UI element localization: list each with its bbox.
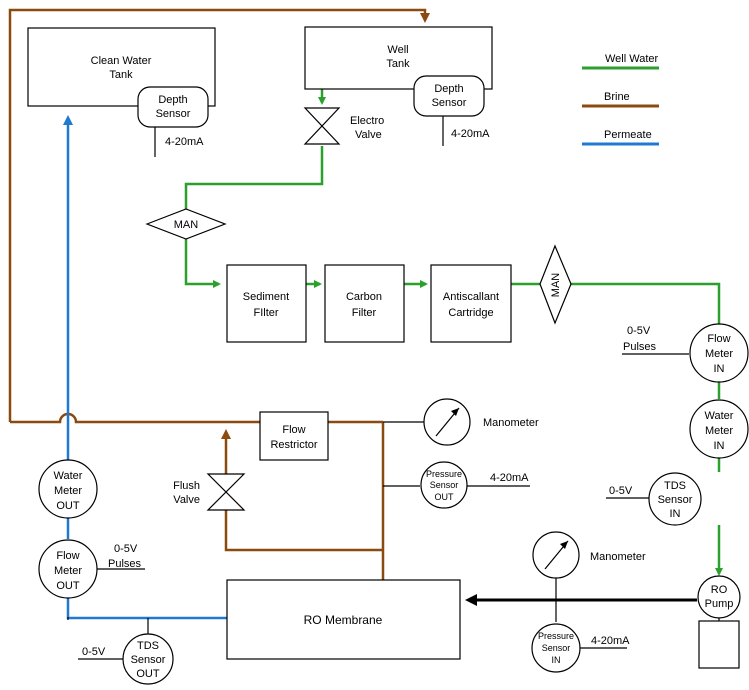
carbon-filter-label-2: Filter	[352, 307, 377, 319]
manifold-upper-label: MAN	[174, 219, 199, 231]
flow-meter-in-signal-1: 0-5V	[627, 325, 651, 337]
tds-out-label-3: OUT	[136, 668, 160, 680]
ro-pump: RO Pump	[697, 575, 741, 669]
electro-valve-icon	[303, 107, 341, 145]
pressure-sensor-in: Pressure Sensor IN	[531, 623, 581, 673]
antiscalant-cartridge: Antiscallant Cartridge	[430, 264, 512, 343]
water-meter-out-label-2: Meter	[54, 485, 82, 497]
sediment-filter-label-2: FIlter	[253, 307, 278, 319]
depth-sensor-well-label-2: Sensor	[432, 97, 467, 109]
water-meter-in-label-3: IN	[714, 440, 725, 452]
flow-meter-in-signal-2: Pulses	[623, 341, 657, 353]
clean-tank-label-1: Clean Water	[91, 55, 152, 67]
pressure-in-label-3: IN	[552, 655, 561, 665]
sediment-filter: Sediment FIlter	[226, 264, 307, 343]
antiscalant-label-2: Cartridge	[448, 307, 493, 319]
flush-valve-label-2: Valve	[173, 494, 200, 506]
ro-membrane: RO Membrane	[226, 579, 461, 660]
tds-in-label-3: IN	[670, 508, 681, 520]
tds-in-signal: 0-5V	[609, 485, 633, 497]
flow-meter-in-label-3: IN	[714, 363, 725, 375]
flow-meter-out-label-1: Flow	[56, 550, 79, 562]
depth-sensor-clean-label-2: Sensor	[156, 108, 191, 120]
well-water-pipes	[184, 89, 723, 576]
manometer-bottom-gauge-icon	[532, 531, 580, 579]
sediment-filter-label-1: Sediment	[243, 291, 289, 303]
depth-sensor-clean-label-1: Depth	[158, 94, 187, 106]
flow-restrictor-label-1: Flow	[282, 424, 305, 436]
legend-label-well-water: Well Water	[605, 53, 659, 65]
manifold-upper: MAN	[145, 208, 227, 240]
legend-label-brine: Brine	[604, 91, 630, 103]
flow-meter-out: Flow Meter OUT	[38, 539, 98, 599]
well-tank-label-1: Well	[387, 44, 408, 56]
tds-out-label-1: TDS	[137, 640, 159, 652]
pressure-in-label-1: Pressure	[538, 631, 574, 641]
permeate-pipes	[63, 115, 227, 620]
legend-label-permeate: Permeate	[604, 129, 652, 141]
flow-meter-out-signal-2: Pulses	[108, 558, 142, 570]
manifold-right-label: MAN	[550, 273, 562, 298]
flow-restrictor: Flow Restrictor	[259, 411, 329, 461]
signal-lines	[67, 116, 720, 660]
flow-restrictor-label-2: Restrictor	[270, 439, 317, 451]
well-tank-depth-sensor: Depth Sensor	[413, 75, 485, 117]
water-meter-in-label-2: Meter	[705, 425, 733, 437]
water-meter-in-label-1: Water	[705, 410, 734, 422]
ro-membrane-label: RO Membrane	[304, 613, 383, 627]
well-tank-label-2: Tank	[386, 58, 410, 70]
carbon-filter: Carbon Filter	[324, 264, 405, 343]
electro-valve-label-2: Valve	[355, 129, 382, 141]
brine-pipes	[8, 8, 430, 580]
antiscalant-label-1: Antiscallant	[443, 291, 499, 303]
flush-valve-icon	[206, 473, 246, 511]
flow-meter-out-label-3: OUT	[56, 580, 80, 592]
flow-meter-in-label-2: Meter	[705, 348, 733, 360]
pressure-out-label-2: Sensor	[430, 480, 459, 490]
flow-meter-out-signal-1: 0-5V	[114, 543, 138, 555]
tds-out-label-2: Sensor	[131, 654, 166, 666]
manometer-bottom-label: Manometer	[590, 551, 646, 563]
water-meter-in: Water Meter IN	[689, 399, 749, 459]
depth-sensor-well-signal: 4-20mA	[451, 128, 490, 140]
manometer-top-label: Manometer	[483, 417, 539, 429]
manifold-right: MAN	[539, 244, 572, 325]
ro-pump-label-1: RO	[711, 584, 728, 596]
flush-valve-label-1: Flush	[173, 480, 200, 492]
clean-tank-label-2: Tank	[109, 69, 133, 81]
pressure-out-label-1: Pressure	[426, 469, 462, 479]
legend: Well Water Brine Permeate	[582, 53, 659, 146]
ro-pump-label-2: Pump	[705, 598, 734, 610]
pressure-in-signal: 4-20mA	[591, 635, 630, 647]
depth-sensor-clean-signal: 4-20mA	[165, 136, 204, 148]
electro-valve-label-1: Electro	[350, 115, 384, 127]
tds-in-label-1: TDS	[664, 480, 686, 492]
tds-sensor-out: TDS Sensor OUT	[122, 633, 174, 685]
flow-meter-out-label-2: Meter	[54, 565, 82, 577]
tds-out-signal: 0-5V	[82, 646, 106, 658]
carbon-filter-label-1: Carbon	[346, 291, 382, 303]
pressure-out-signal: 4-20mA	[490, 472, 529, 484]
water-meter-out-label-1: Water	[54, 470, 83, 482]
manometer-top-gauge-icon	[423, 398, 471, 446]
depth-sensor-well-label-1: Depth	[434, 83, 463, 95]
flow-meter-in: Flow Meter IN	[689, 323, 749, 383]
pressure-sensor-out: Pressure Sensor OUT	[420, 461, 468, 509]
water-meter-out: Water Meter OUT	[38, 459, 98, 519]
tds-in-label-2: Sensor	[658, 494, 693, 506]
pressure-in-label-2: Sensor	[542, 643, 571, 653]
tds-sensor-in: TDS Sensor IN	[648, 472, 702, 526]
pressure-out-label-3: OUT	[435, 492, 455, 502]
flow-meter-in-label-1: Flow	[707, 333, 730, 345]
water-meter-out-label-3: OUT	[56, 500, 80, 512]
clean-tank-depth-sensor: Depth Sensor	[137, 86, 209, 128]
